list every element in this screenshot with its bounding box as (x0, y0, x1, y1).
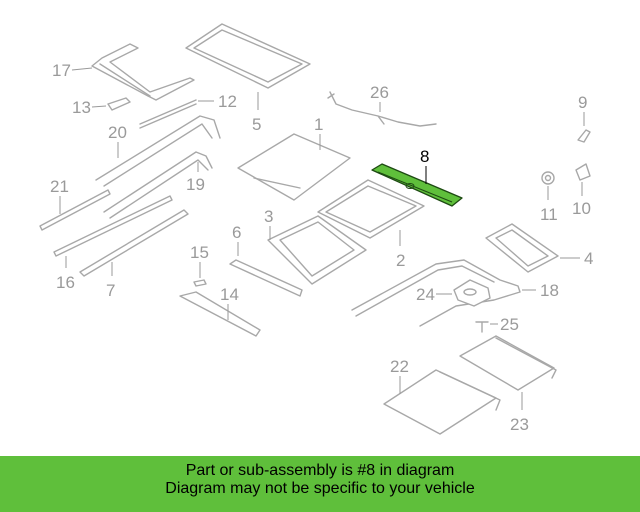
callout-10: 10 (572, 182, 591, 218)
part-11[interactable] (541, 171, 555, 185)
callout-8: 8 (420, 147, 429, 184)
svg-text:4: 4 (584, 249, 593, 268)
info-banner: Part or sub-assembly is #8 in diagram Di… (0, 456, 640, 512)
part-4[interactable] (485, 223, 559, 273)
svg-text:20: 20 (108, 123, 127, 142)
part-3[interactable] (267, 215, 367, 285)
svg-text:7: 7 (106, 281, 115, 300)
callout-11: 11 (540, 186, 558, 224)
part-9[interactable] (577, 129, 591, 143)
svg-text:13: 13 (72, 98, 91, 117)
part-7[interactable] (79, 209, 189, 277)
callout-9: 9 (578, 93, 587, 126)
svg-text:24: 24 (416, 285, 435, 304)
parts-diagram: 17 5 13 12 20 19 (39, 23, 593, 435)
svg-text:10: 10 (572, 199, 591, 218)
part-10[interactable] (575, 163, 591, 181)
banner-line-2: Diagram may not be specific to your vehi… (165, 480, 475, 497)
callout-17: 17 (52, 61, 93, 80)
part-19[interactable] (103, 151, 213, 219)
callout-7: 7 (106, 262, 115, 300)
part-18[interactable] (351, 259, 521, 327)
part-23[interactable] (459, 335, 557, 391)
svg-text:5: 5 (252, 115, 261, 134)
svg-text:25: 25 (500, 315, 519, 334)
svg-text:9: 9 (578, 93, 587, 112)
part-1[interactable] (237, 133, 351, 201)
part-15[interactable] (193, 279, 207, 287)
part-16[interactable] (53, 195, 173, 257)
callout-26: 26 (370, 83, 389, 112)
svg-text:26: 26 (370, 83, 389, 102)
callout-18: 18 (522, 281, 559, 300)
svg-text:16: 16 (56, 273, 75, 292)
callout-12: 12 (198, 92, 237, 111)
callout-5: 5 (252, 92, 261, 134)
callout-24: 24 (416, 285, 452, 304)
part-14[interactable] (179, 291, 261, 337)
callout-19: 19 (186, 162, 205, 194)
callout-22: 22 (390, 357, 409, 394)
svg-text:8: 8 (420, 147, 429, 166)
part-2[interactable] (317, 179, 425, 239)
part-6[interactable] (229, 259, 303, 297)
svg-text:3: 3 (264, 207, 273, 226)
svg-text:11: 11 (540, 205, 558, 224)
svg-text:2: 2 (396, 251, 405, 270)
svg-text:23: 23 (510, 415, 529, 434)
callout-3: 3 (264, 207, 273, 240)
callout-20: 20 (108, 123, 127, 158)
callout-14: 14 (220, 285, 239, 320)
part-12[interactable] (139, 99, 197, 129)
callout-2: 2 (396, 230, 405, 270)
callout-23: 23 (510, 392, 529, 434)
svg-text:12: 12 (218, 92, 237, 111)
svg-text:15: 15 (190, 243, 209, 262)
callout-13: 13 (72, 98, 107, 117)
callout-4: 4 (560, 249, 593, 268)
part-17[interactable] (91, 43, 195, 101)
svg-text:21: 21 (50, 177, 69, 196)
callout-16: 16 (56, 256, 75, 292)
part-25[interactable] (475, 321, 489, 333)
part-21[interactable] (39, 189, 111, 231)
svg-text:1: 1 (314, 115, 323, 134)
banner-line-1: Part or sub-assembly is #8 in diagram (185, 462, 455, 479)
part-20[interactable] (95, 115, 221, 187)
part-26[interactable] (327, 91, 437, 127)
svg-text:14: 14 (220, 285, 239, 304)
callout-15: 15 (190, 243, 209, 278)
part-24[interactable] (453, 279, 491, 307)
callout-21: 21 (50, 177, 69, 214)
callout-6: 6 (232, 223, 241, 256)
svg-text:17: 17 (52, 61, 71, 80)
svg-text:6: 6 (232, 223, 241, 242)
part-13[interactable] (107, 97, 131, 111)
part-8-highlighted[interactable] (371, 163, 463, 207)
callout-25: 25 (490, 315, 519, 334)
part-5[interactable] (185, 23, 311, 89)
svg-text:18: 18 (540, 281, 559, 300)
part-22[interactable] (383, 369, 501, 435)
svg-text:19: 19 (186, 175, 205, 194)
callout-1: 1 (314, 115, 323, 150)
svg-text:22: 22 (390, 357, 409, 376)
